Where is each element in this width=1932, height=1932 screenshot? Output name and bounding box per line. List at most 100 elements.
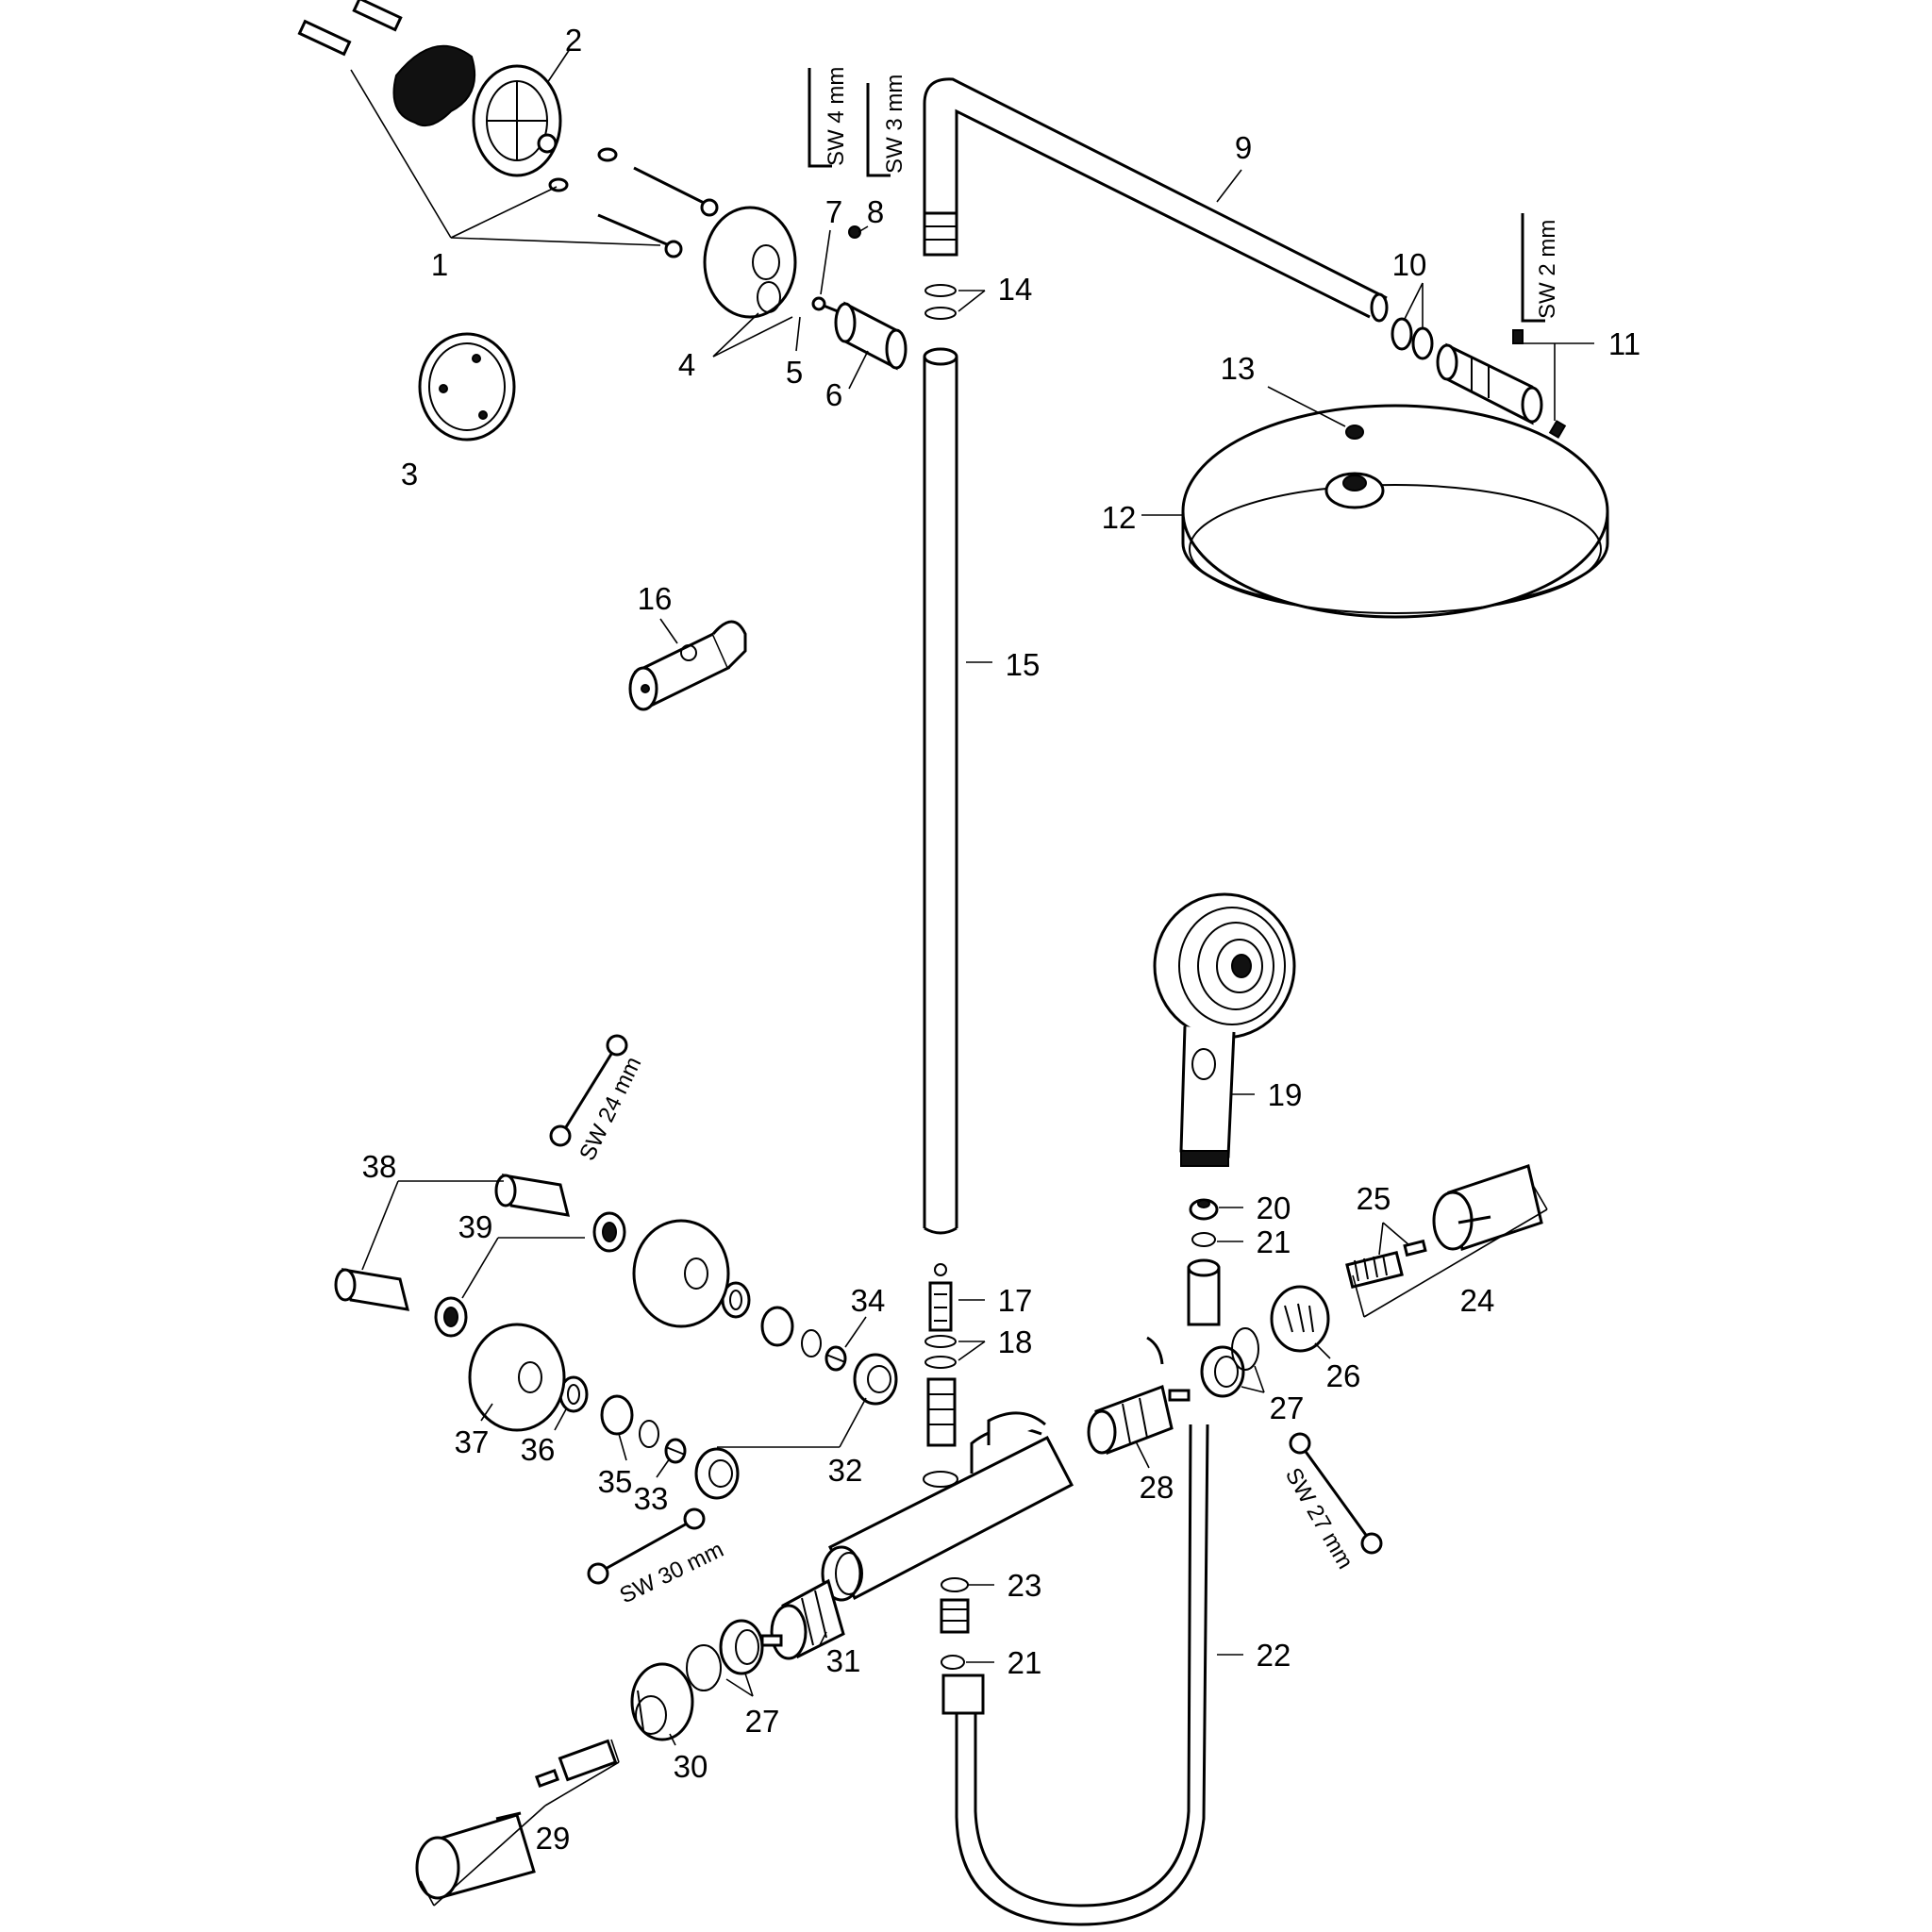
part-label-33: 33: [634, 1481, 669, 1516]
part-label-36: 36: [521, 1432, 556, 1467]
part-13-plug: [1345, 425, 1364, 440]
wrench-24mm-icon: [549, 1034, 628, 1147]
part-1-screws-and-dowels: [297, 0, 719, 258]
part-28-diverter-cartridge: [1087, 1384, 1191, 1455]
part-19-hand-shower: [1153, 892, 1296, 1167]
part-label-24: 24: [1460, 1283, 1495, 1318]
tool-label-sw4: SW 4 mm: [824, 67, 849, 166]
part-label-23: 23: [1008, 1568, 1042, 1603]
part-label-35: 35: [598, 1464, 633, 1499]
allen-key-4mm-icon: [808, 68, 832, 168]
part-32-union-nuts: [694, 1353, 898, 1500]
part-number-labels: 1 2 3 4 5 6 7 8 9 10 11 12 13 14 15 16 1…: [362, 23, 1641, 1856]
part-2-mounting-plate: [472, 64, 562, 177]
part-label-37: 37: [455, 1424, 490, 1459]
part-label-1: 1: [431, 247, 448, 282]
part-label-14: 14: [998, 272, 1033, 307]
part-label-21: 21: [1257, 1224, 1291, 1259]
part-label-16: 16: [638, 581, 673, 616]
part-29-spindle-and-screw: [534, 1739, 618, 1789]
part-label-7: 7: [825, 194, 842, 229]
part-20-filter-washer: [1189, 1198, 1219, 1221]
part-16-shower-holder: [628, 620, 747, 711]
tool-label-sw30: SW 30 mm: [616, 1537, 728, 1608]
part-9-shower-arm: [923, 77, 1389, 323]
part-38-s-unions: [334, 1174, 571, 1311]
tool-label-sw3: SW 3 mm: [882, 75, 908, 174]
part-label-27: 27: [1270, 1391, 1305, 1425]
part-21-washer-bottom: [941, 1655, 965, 1670]
clip-ring: [1146, 1336, 1164, 1365]
part-label-3: 3: [401, 457, 418, 491]
tool-label-sw2: SW 2 mm: [1535, 220, 1560, 319]
part-label-29: 29: [536, 1821, 571, 1856]
part-label-5: 5: [786, 355, 803, 390]
part-21-washer-top: [1191, 1232, 1216, 1247]
part-15-riser-rail: [923, 347, 958, 1235]
part-10-o-rings: [1391, 317, 1434, 360]
part-label-15: 15: [1006, 647, 1041, 682]
tool-label-sw24: SW 24 mm: [575, 1053, 646, 1165]
part-23-washer: [940, 1577, 970, 1634]
hose-top-nut: [1187, 1258, 1221, 1326]
wrench-30mm-icon: [587, 1507, 706, 1585]
part-label-6: 6: [825, 377, 842, 412]
part-label-2: 2: [565, 23, 582, 58]
wrench-27mm-icon: [1289, 1432, 1383, 1555]
part-label-17: 17: [998, 1283, 1033, 1318]
part-label-28: 28: [1140, 1470, 1174, 1505]
part-12-overhead-shower: [1181, 404, 1609, 619]
part-label-8: 8: [867, 194, 884, 229]
part-26-stop-ring: [1270, 1285, 1330, 1353]
part-label-19: 19: [1268, 1077, 1303, 1112]
part-label-9: 9: [1235, 130, 1252, 165]
part-label-26: 26: [1326, 1358, 1361, 1393]
part-34-check-valve: [824, 1345, 847, 1372]
part-33-check-valve: [664, 1438, 687, 1464]
part-18-o-rings: [924, 1335, 957, 1369]
part-label-13: 13: [1221, 351, 1256, 386]
part-label-32: 32: [828, 1453, 863, 1488]
part-label-11: 11: [1608, 326, 1641, 361]
part-label-12: 12: [1102, 500, 1137, 535]
part-label-27-lower: 27: [745, 1704, 780, 1739]
part-5-o-ring: [757, 281, 781, 313]
part-27-nut-and-o-ring-left: [686, 1619, 764, 1691]
part-39-adapters: [434, 1211, 626, 1338]
tool-label-sw27: SW 27 mm: [1280, 1464, 1358, 1574]
part-label-38: 38: [362, 1149, 397, 1184]
part-3-cover-cap: [418, 332, 516, 441]
part-11-head-connector: [1436, 329, 1567, 439]
part-label-18: 18: [998, 1324, 1033, 1359]
part-label-22: 22: [1257, 1638, 1291, 1673]
allen-key-3mm-icon: [866, 83, 891, 177]
part-14-o-rings: [924, 284, 957, 320]
part-8-grub-screw: [848, 225, 861, 239]
part-label-30: 30: [674, 1749, 708, 1784]
part-27-nut-and-o-ring-right: [1200, 1327, 1259, 1398]
part-37-rosettes: [468, 1219, 730, 1432]
part-2-gasket: [392, 44, 476, 126]
part-label-39: 39: [458, 1209, 493, 1244]
part-label-31: 31: [826, 1643, 861, 1678]
part-35-valve-seat: [600, 1306, 822, 1448]
leader-lines: [350, 48, 1594, 1907]
riser-coupling: [923, 1377, 958, 1488]
part-24-handle-right: [1432, 1164, 1543, 1251]
part-label-20: 20: [1257, 1191, 1291, 1225]
part-label-34: 34: [851, 1283, 886, 1318]
part-25-spindle-extension: [1345, 1239, 1427, 1289]
part-31-thermostatic-cartridge: [760, 1578, 845, 1660]
part-22-hose: [941, 1424, 1209, 1926]
part-30-temperature-limiter: [630, 1662, 694, 1741]
allen-key-2mm-icon: [1521, 213, 1545, 323]
part-label-21-lower: 21: [1008, 1645, 1042, 1680]
part-17-filter: [928, 1263, 953, 1332]
part-label-4: 4: [678, 347, 695, 382]
part-label-10: 10: [1392, 247, 1427, 282]
part-4-rosette: [703, 206, 797, 319]
part-label-25: 25: [1357, 1181, 1391, 1216]
thermostat-body: [821, 1411, 1074, 1602]
